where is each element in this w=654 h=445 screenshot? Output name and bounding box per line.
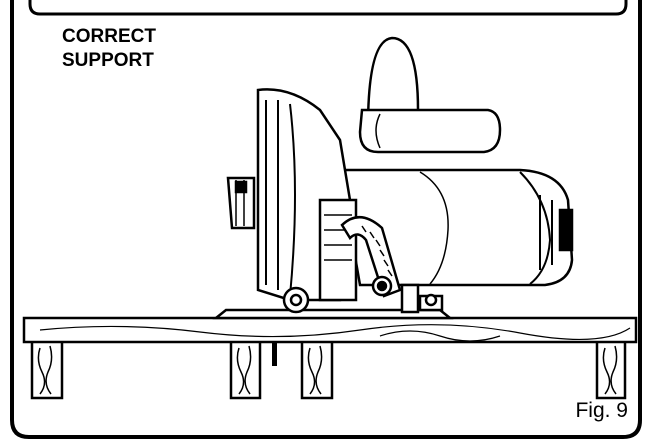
top-band xyxy=(30,0,626,14)
support-block-left xyxy=(32,340,62,398)
blade-tip xyxy=(272,340,277,366)
figure-caption: CORRECT SUPPORT xyxy=(62,25,156,73)
figure-number: Fig. 9 xyxy=(575,399,628,423)
caption-line-2: SUPPORT xyxy=(62,49,156,73)
support-block-center-right xyxy=(302,340,332,398)
workpiece-board xyxy=(24,318,636,342)
top-handle xyxy=(360,38,500,152)
caption-line-1: CORRECT xyxy=(62,25,156,49)
support-block-center-left xyxy=(231,340,260,398)
depth-adjust xyxy=(320,200,356,300)
support-block-right xyxy=(597,340,625,398)
